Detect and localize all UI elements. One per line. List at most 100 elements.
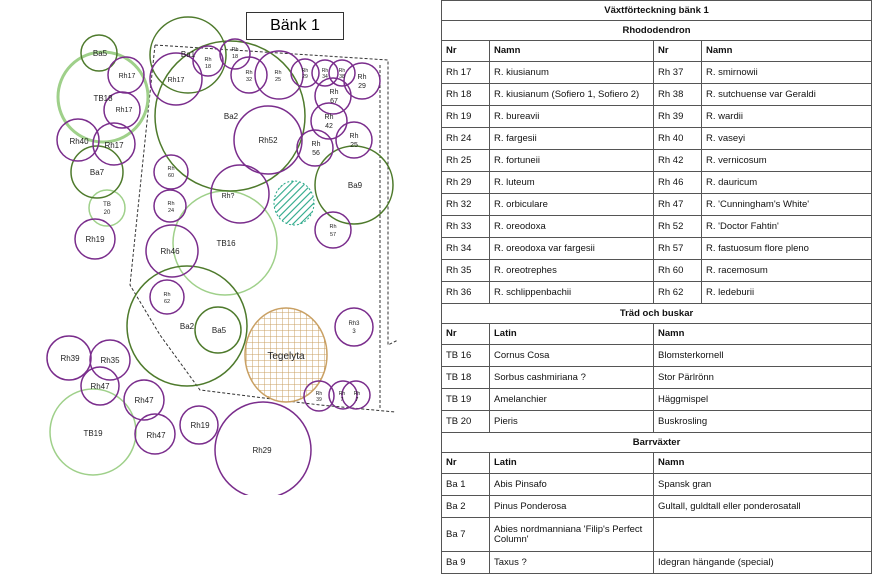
plant-table: Växtförteckning bänk 1 Rhododendron Nr N…: [440, 0, 873, 574]
table-cell: R. schlippenbachii: [489, 281, 654, 304]
table-cell: Taxus ?: [489, 551, 654, 574]
label-rh47-c: Rh47: [146, 431, 166, 440]
rh38-circle: [328, 59, 356, 87]
plant-list: Växtförteckning bänk 1 Rhododendron Nr N…: [440, 0, 873, 574]
table-cell: Ba 2: [441, 495, 490, 518]
rh42-circle: [310, 102, 348, 140]
rh19-bottom-circle: [179, 405, 219, 445]
col-nr: Nr: [441, 452, 490, 474]
table-cell: R. oreodoxa var fargesii: [489, 237, 654, 260]
tegelyta-area: [244, 307, 328, 403]
rh33-circle: [334, 307, 374, 347]
label-rh7a-b: 7: [341, 397, 344, 403]
col-nr: Nr: [441, 40, 490, 62]
label-rh60-a: Rh: [167, 166, 174, 172]
hatched-area: [273, 180, 315, 226]
label-rh24-b: 24: [168, 208, 174, 214]
table-cell: Pinus Ponderosa: [489, 495, 654, 518]
table-cell: R. 'Doctor Fahtin': [700, 215, 873, 238]
table-cell: [652, 517, 873, 552]
rh57-circle: [314, 211, 352, 249]
label-rh67-a: Rh: [330, 89, 339, 96]
table-cell: TB 19: [441, 388, 490, 411]
label-rh56-a: Rh: [312, 141, 321, 148]
rh46-circle: [145, 224, 199, 278]
table-cell: Pieris: [489, 410, 654, 433]
col-nr-2: Nr: [653, 40, 702, 62]
table-cell: Rh 37: [653, 61, 702, 84]
label-rh7b-a: Rh: [354, 391, 361, 397]
table-cell: Ba 7: [441, 517, 490, 552]
rh47-a-circle: [80, 366, 120, 406]
label-tb20-b: 20: [104, 210, 111, 216]
table-cell: Abis Pinsafo: [489, 473, 654, 496]
col-latin: Latin: [489, 452, 654, 474]
table-cell: R. orbiculare: [489, 193, 654, 216]
label-ba7: Ba7: [90, 168, 105, 177]
table-cell: Rh 18: [441, 83, 490, 106]
label-tb16: TB16: [216, 239, 236, 248]
table-cell: Sorbus cashmiriana ?: [489, 366, 654, 389]
label-rh29-a: Rh: [358, 74, 367, 81]
section-barr: Barrväxter: [440, 432, 873, 453]
rh25b-circle: [335, 121, 373, 159]
table-cell: R. oreotrephes: [489, 259, 654, 282]
rh18b-circle: [219, 38, 251, 70]
rh17-b-circle: [103, 91, 141, 129]
rh24-circle: [153, 189, 187, 223]
table-cell: Rh 35: [441, 259, 490, 282]
table-cell: Rh 24: [441, 127, 490, 150]
table-cell: R. fargesii: [489, 127, 654, 150]
rh7a-circle: [328, 380, 358, 410]
label-rh32-b: 32: [246, 77, 252, 83]
table-cell: Rh 17: [441, 61, 490, 84]
table-cell: Rh 38: [653, 83, 702, 106]
label-rh52: Rh52: [258, 136, 278, 145]
table-cell: R. racemosum: [700, 259, 873, 282]
label-rh32-a: Rh: [245, 70, 252, 76]
table-cell: R. ledeburii: [700, 281, 873, 304]
label-rh19-bottom: Rh19: [190, 421, 210, 430]
label-rh34-b: 34: [322, 74, 328, 80]
label-ba5-top: Ba5: [93, 49, 108, 58]
ba7-circle: [70, 145, 124, 199]
label-rh38-b: 38: [339, 74, 345, 80]
rh47-c-circle: [134, 413, 176, 455]
label-rh47-b: Rh47: [134, 396, 154, 405]
table-cell: Stor Pärlrönn: [652, 366, 873, 389]
label-rh67-b: 67: [330, 98, 338, 105]
ba9-circle: [314, 145, 394, 225]
table-cell: R. vaseyi: [700, 127, 873, 150]
rh39-small-circle: [303, 380, 335, 412]
table-cell: Rh 39: [653, 105, 702, 128]
label-rh62-b: 62: [164, 299, 170, 305]
label-rh34-a: Rh: [322, 68, 329, 74]
table-cell: Rh 42: [653, 149, 702, 172]
col-namn: Namn: [489, 40, 654, 62]
rh35-circle: [89, 339, 131, 381]
tb19-circle: [49, 388, 137, 476]
rh60-circle: [153, 154, 189, 190]
label-rh46: Rh46: [160, 247, 180, 256]
ba5-top-circle: [80, 34, 118, 72]
ba2-bottom-circle: [126, 265, 248, 387]
table-cell: Rh 29: [441, 171, 490, 194]
table-cell: R. sutchuense var Geraldi: [700, 83, 873, 106]
table-cell: Rh 46: [653, 171, 702, 194]
table-cell: Abies nordmanniana 'Filip's Perfect Colu…: [489, 517, 654, 552]
label-rh25-b: 25: [275, 77, 281, 83]
label-rh42-b: 42: [325, 123, 333, 130]
col-latin: Latin: [489, 323, 654, 345]
label-rh19-left: Rh19: [85, 235, 105, 244]
tb18-circle: [56, 50, 150, 144]
label-ba9: Ba9: [348, 181, 363, 190]
table-cell: R. fastuosum flore pleno: [700, 237, 873, 260]
